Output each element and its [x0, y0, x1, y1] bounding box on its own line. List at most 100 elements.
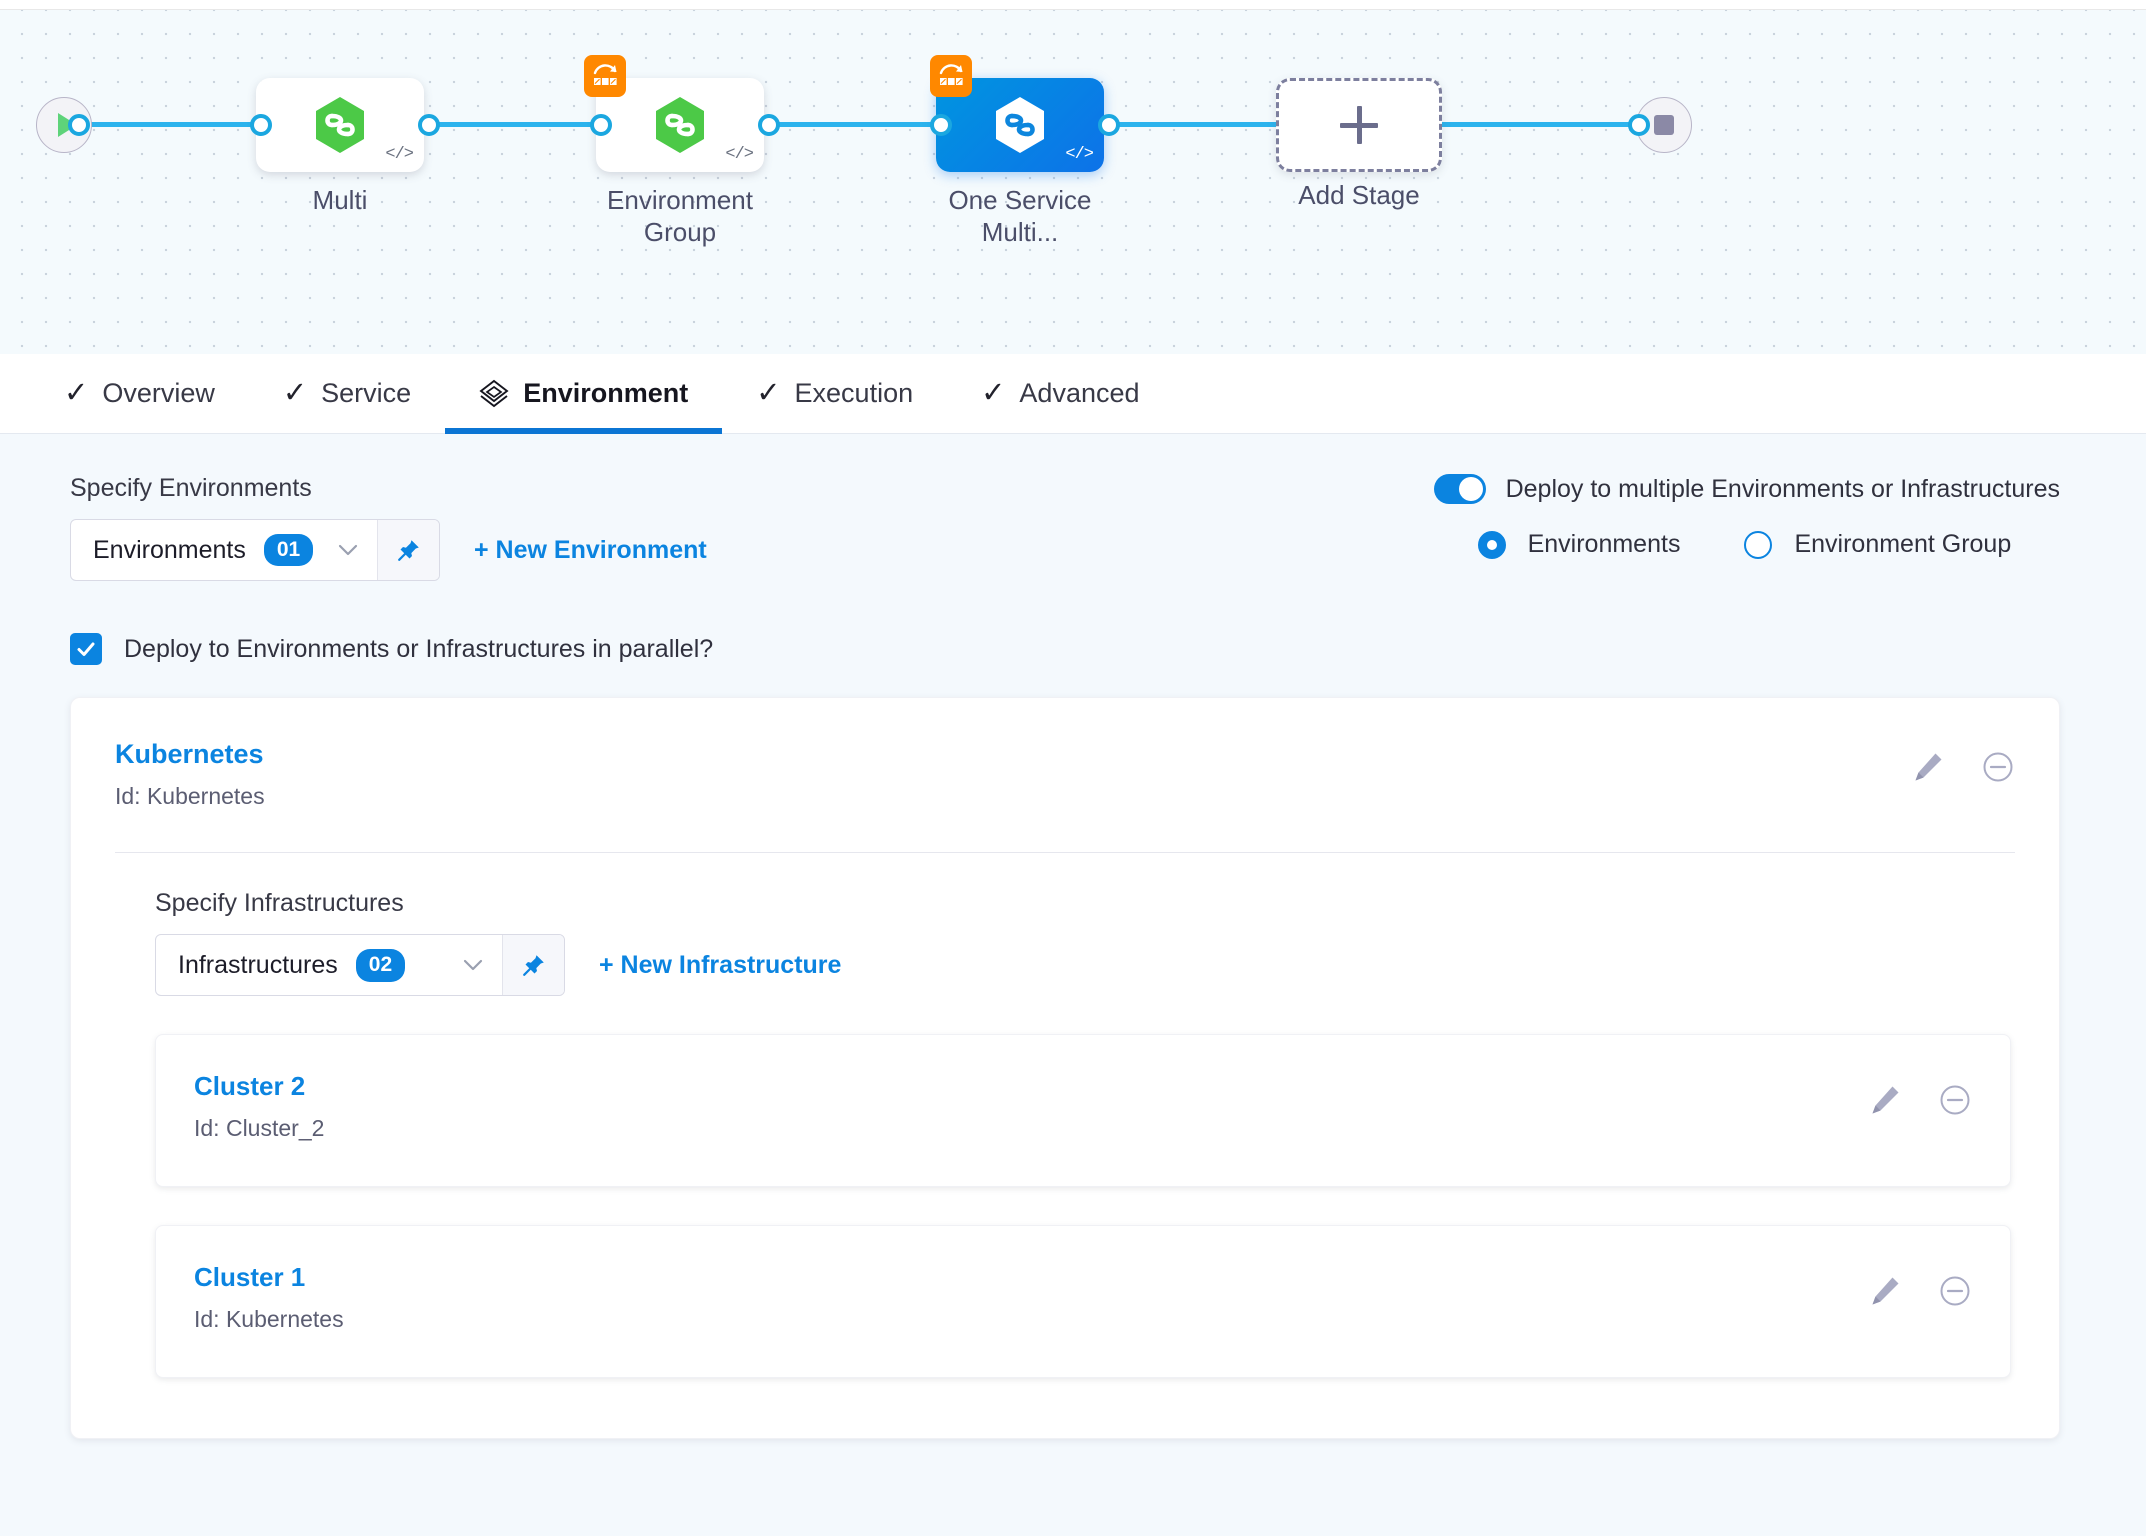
parallel-deploy-row[interactable]: Deploy to Environments or Infrastructure…: [0, 581, 2146, 665]
add-stage-label: Add Stage: [1298, 180, 1420, 210]
infrastructure-card: Cluster 1 Id: Kubernetes: [155, 1225, 2011, 1379]
environment-layers-icon: [479, 379, 509, 407]
radio-environment-group[interactable]: [1744, 530, 1773, 559]
environments-select-label: Environments: [93, 535, 246, 564]
chevron-down-icon: [338, 544, 358, 556]
infrastructures-select-count: 02: [355, 949, 406, 982]
infrastructures-select-label: Infrastructures: [178, 950, 338, 979]
stage-label-environment-group: Environment Group: [565, 185, 795, 248]
tab-label: Advanced: [1019, 378, 1140, 408]
pipeline-canvas[interactable]: </> Multi </> Environment Group: [0, 10, 2146, 354]
tab-overview[interactable]: ✓ Overview: [30, 354, 249, 433]
stage-node-environment-group[interactable]: </>: [584, 55, 764, 172]
environment-card-header: Kubernetes Id: Kubernetes: [115, 738, 2015, 810]
stage-label-line: Multi: [312, 185, 368, 215]
infrastructure-identity: Cluster 1 Id: Kubernetes: [194, 1262, 344, 1333]
environments-multiselect[interactable]: Environments 01: [70, 519, 440, 581]
tab-label: Execution: [794, 378, 914, 408]
minus-circle-icon[interactable]: [1981, 750, 2015, 784]
harness-service-hex-icon: [316, 97, 364, 153]
radio-environments[interactable]: [1477, 530, 1506, 559]
stage-label-line2: Group: [643, 216, 717, 247]
environments-pin-button[interactable]: [377, 520, 439, 580]
infrastructure-name-link[interactable]: Cluster 1: [194, 1262, 306, 1293]
infrastructure-id-text: Id: Kubernetes: [194, 1306, 344, 1333]
environment-card-actions: [1911, 738, 2015, 784]
specify-infrastructures-label: Specify Infrastructures: [155, 889, 404, 918]
deploy-multiple-toggle[interactable]: [1433, 474, 1486, 504]
pencil-icon[interactable]: [1911, 750, 1945, 784]
port-oneservice-in[interactable]: [930, 114, 952, 136]
deploy-multiple-label: Deploy to multiple Environments or Infra…: [1505, 474, 2060, 503]
stage-label-line1: One Service: [948, 185, 1092, 215]
stage-label-multi: Multi: [225, 185, 455, 217]
infrastructure-identity: Cluster 2 Id: Cluster_2: [194, 1071, 324, 1142]
check-icon: ✓: [981, 377, 1006, 409]
stage-code-icon[interactable]: </>: [1065, 145, 1094, 164]
infrastructure-card: Cluster 2 Id: Cluster_2: [155, 1034, 2011, 1188]
port-envgroup-out[interactable]: [758, 114, 780, 136]
port-multi-in[interactable]: [250, 114, 272, 136]
tab-advanced[interactable]: ✓ Advanced: [947, 354, 1173, 433]
port-multi-out[interactable]: [418, 114, 440, 136]
stage-label-line2: Multi...: [981, 216, 1059, 247]
pencil-icon[interactable]: [1868, 1083, 1902, 1117]
environment-card-divider: [115, 852, 2015, 854]
radio-environments-label: Environments: [1527, 530, 1681, 558]
infrastructures-pin-button[interactable]: [502, 935, 564, 996]
check-icon: ✓: [756, 377, 781, 409]
stage-config-tabs: ✓ Overview ✓ Service Environment ✓ Execu…: [0, 354, 2146, 434]
specify-environments-label: Specify Environments: [70, 474, 312, 502]
pin-icon: [397, 540, 419, 561]
port-start-out[interactable]: [68, 114, 90, 136]
add-stage-button[interactable]: [1276, 78, 1442, 172]
tab-label: Overview: [102, 378, 215, 408]
check-icon: ✓: [282, 377, 308, 409]
infrastructure-card-actions: [1868, 1071, 1972, 1117]
stage-node-multi[interactable]: </>: [256, 78, 424, 172]
top-window-strip: [0, 0, 2146, 10]
environment-identity: Kubernetes Id: Kubernetes: [115, 738, 265, 810]
edge-addstage-to-end: [1440, 122, 1635, 127]
infrastructure-id-text: Id: Cluster_2: [194, 1115, 325, 1142]
environments-select-caret[interactable]: [337, 520, 377, 580]
deploy-multiple-group: Deploy to multiple Environments or Infra…: [1433, 474, 2060, 559]
specify-infrastructures-group: Specify Infrastructures Infrastructures …: [115, 853, 2015, 997]
infrastructures-select-caret[interactable]: [462, 935, 502, 995]
plus-icon: [1340, 106, 1378, 144]
port-end-in[interactable]: [1628, 114, 1650, 136]
tab-label: Environment: [523, 378, 689, 408]
infrastructure-name-link[interactable]: Cluster 2: [194, 1071, 306, 1102]
stage-node-one-service-multi[interactable]: </>: [930, 55, 1104, 172]
stage-code-icon[interactable]: </>: [385, 145, 414, 164]
multi-deploy-badge-icon: [584, 55, 626, 97]
edge-start-to-multi: [70, 122, 260, 127]
tab-execution[interactable]: ✓ Execution: [722, 354, 947, 433]
edge-oneservice-to-addstage: [1110, 122, 1280, 127]
port-envgroup-in[interactable]: [590, 114, 612, 136]
environment-details-card: Kubernetes Id: Kubernetes Specify Infras…: [70, 697, 2060, 1440]
infrastructure-card-list: Cluster 2 Id: Cluster_2 Cluster 1: [115, 1034, 2015, 1379]
stage-code-icon[interactable]: </>: [725, 145, 754, 164]
harness-service-hex-icon: [656, 97, 704, 153]
minus-circle-icon[interactable]: [1938, 1083, 1972, 1117]
multi-deploy-badge-icon: [930, 55, 972, 97]
environment-tab-panel: Specify Environments Environments 01: [0, 434, 2146, 1536]
tab-environment[interactable]: Environment: [445, 354, 723, 434]
chevron-down-icon: [463, 960, 483, 971]
minus-circle-icon[interactable]: [1938, 1274, 1972, 1308]
new-infrastructure-link[interactable]: + New Infrastructure: [599, 950, 842, 979]
pencil-icon[interactable]: [1868, 1274, 1902, 1308]
stage-label-one-service-multi: One Service Multi...: [905, 185, 1135, 248]
tab-label: Service: [321, 378, 412, 408]
tab-service[interactable]: ✓ Service: [249, 354, 445, 433]
port-oneservice-out[interactable]: [1098, 114, 1120, 136]
infrastructures-multiselect[interactable]: Infrastructures 02: [155, 934, 565, 997]
stage-label-line1: Environment: [607, 185, 753, 215]
pin-icon: [522, 955, 544, 977]
deploy-scope-radio-group: Environments Environment Group: [1434, 530, 2060, 559]
parallel-deploy-checkbox[interactable]: [70, 633, 102, 665]
environment-name-link[interactable]: Kubernetes: [115, 739, 264, 769]
new-environment-link[interactable]: + New Environment: [474, 535, 707, 564]
environments-header-row: Specify Environments Environments 01: [0, 434, 2146, 581]
